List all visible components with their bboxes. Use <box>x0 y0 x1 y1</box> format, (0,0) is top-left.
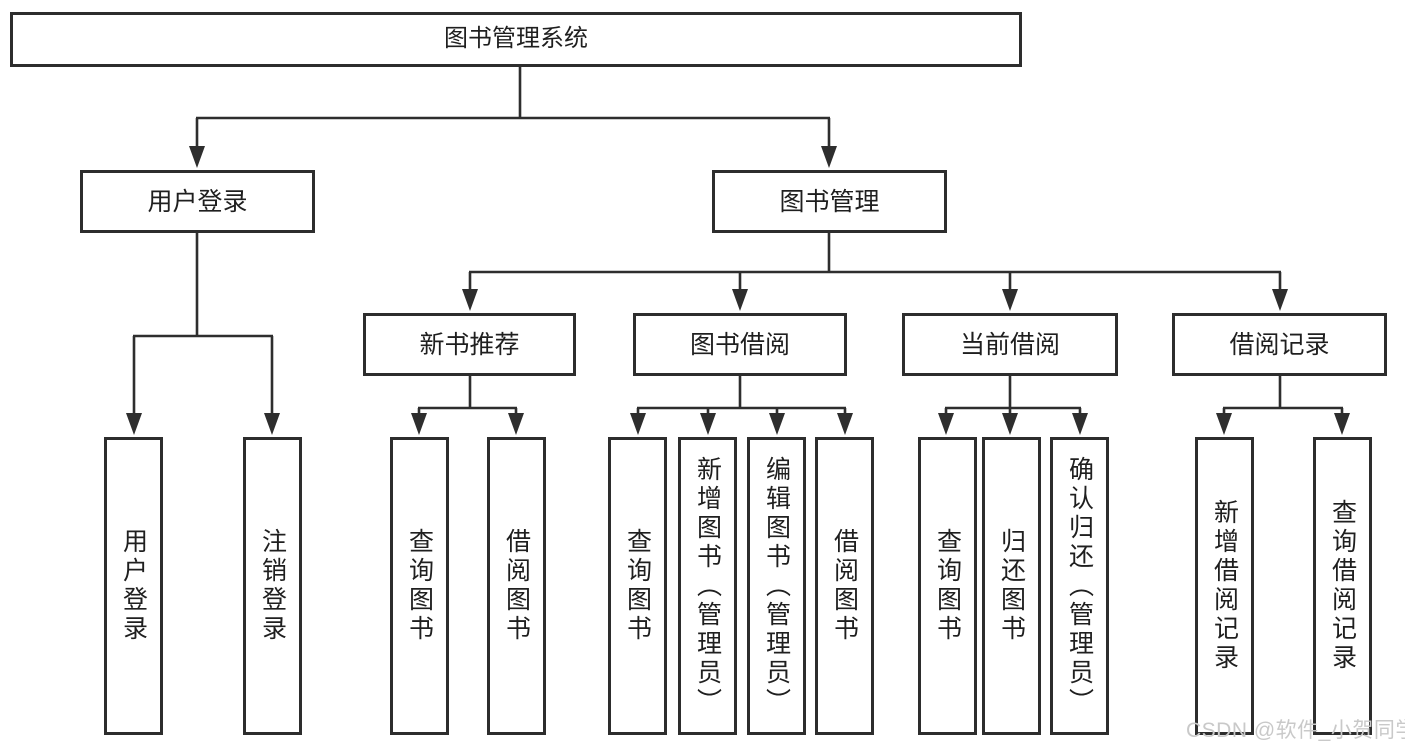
node-user-login: 用户登录 <box>80 170 315 233</box>
node-leaf-user-login: 用户登录 <box>104 437 163 735</box>
node-leaf-borrow-books-recommend: 借阅图书 <box>487 437 546 735</box>
connector-lines <box>132 67 1344 417</box>
node-leaf-query-books-borrow: 查询图书 <box>608 437 667 735</box>
node-leaf-query-borrow-record: 查询借阅记录 <box>1313 437 1372 735</box>
node-leaf-edit-books-admin: 编辑图书（管理员） <box>747 437 806 735</box>
node-library-management-system: 图书管理系统 <box>10 12 1022 67</box>
node-book-borrowing: 图书借阅 <box>633 313 847 376</box>
node-leaf-query-books-recommend: 查询图书 <box>390 437 449 735</box>
node-leaf-confirm-return-admin: 确认归还（管理员） <box>1050 437 1109 735</box>
node-current-borrowing: 当前借阅 <box>902 313 1118 376</box>
node-leaf-add-borrow-record: 新增借阅记录 <box>1195 437 1254 735</box>
node-borrowing-records: 借阅记录 <box>1172 313 1387 376</box>
node-leaf-add-books-admin: 新增图书（管理员） <box>678 437 737 735</box>
connector-arrowheads <box>126 146 1350 435</box>
node-leaf-query-books-current: 查询图书 <box>918 437 977 735</box>
node-leaf-borrow-books: 借阅图书 <box>815 437 874 735</box>
node-new-book-recommendation: 新书推荐 <box>363 313 576 376</box>
node-leaf-return-books: 归还图书 <box>982 437 1041 735</box>
node-leaf-logout: 注销登录 <box>243 437 302 735</box>
node-book-management: 图书管理 <box>712 170 947 233</box>
